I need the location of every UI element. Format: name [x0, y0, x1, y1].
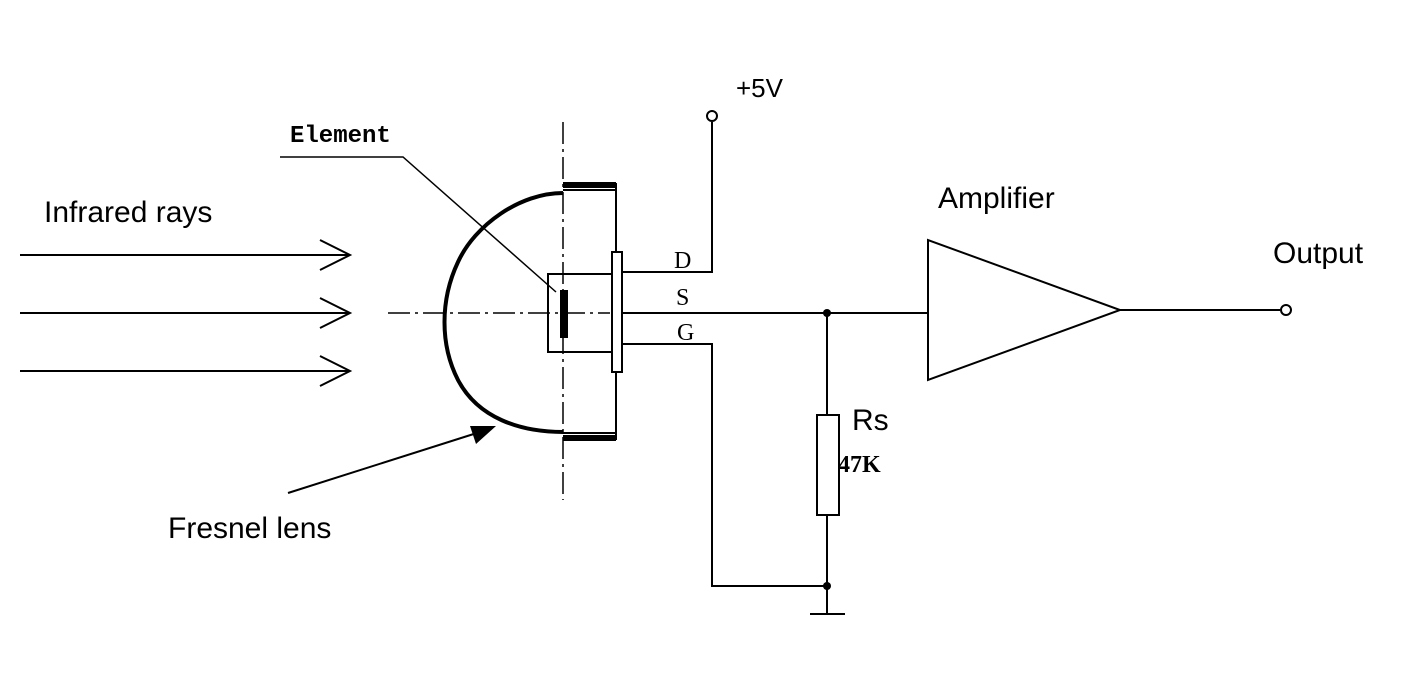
supply-voltage-label: +5V: [736, 73, 784, 103]
infrared-ray-2: [20, 297, 353, 329]
fresnel-lens-dome: [442, 191, 564, 434]
pin-d-label: D: [674, 248, 691, 274]
amplifier-label: Amplifier: [938, 182, 1055, 215]
resistor-rs: [816, 313, 840, 614]
fresnel-lens-leader-arrow: [287, 426, 496, 494]
infrared-rays-label: Infrared rays: [44, 196, 212, 229]
fresnel-lens-label: Fresnel lens: [168, 512, 331, 545]
pin-wires: [622, 110, 928, 587]
output-wire: [1120, 304, 1292, 316]
pin-g-label: G: [677, 320, 694, 346]
resistor-name-label: Rs: [852, 404, 889, 437]
amplifier-triangle: [927, 238, 1123, 382]
output-label: Output: [1273, 237, 1364, 270]
pyroelectric-element: [547, 273, 612, 353]
infrared-ray-3: [20, 355, 353, 387]
output-terminal: [1280, 304, 1292, 316]
element-leader-line: [280, 156, 557, 293]
sensor-housing: [563, 182, 623, 441]
pin-s-label: S: [676, 285, 689, 311]
resistor-value-label: 47K: [838, 452, 881, 478]
infrared-ray-arrows: [20, 239, 353, 387]
element-label: Element: [290, 123, 391, 150]
infrared-ray-1: [20, 239, 353, 271]
